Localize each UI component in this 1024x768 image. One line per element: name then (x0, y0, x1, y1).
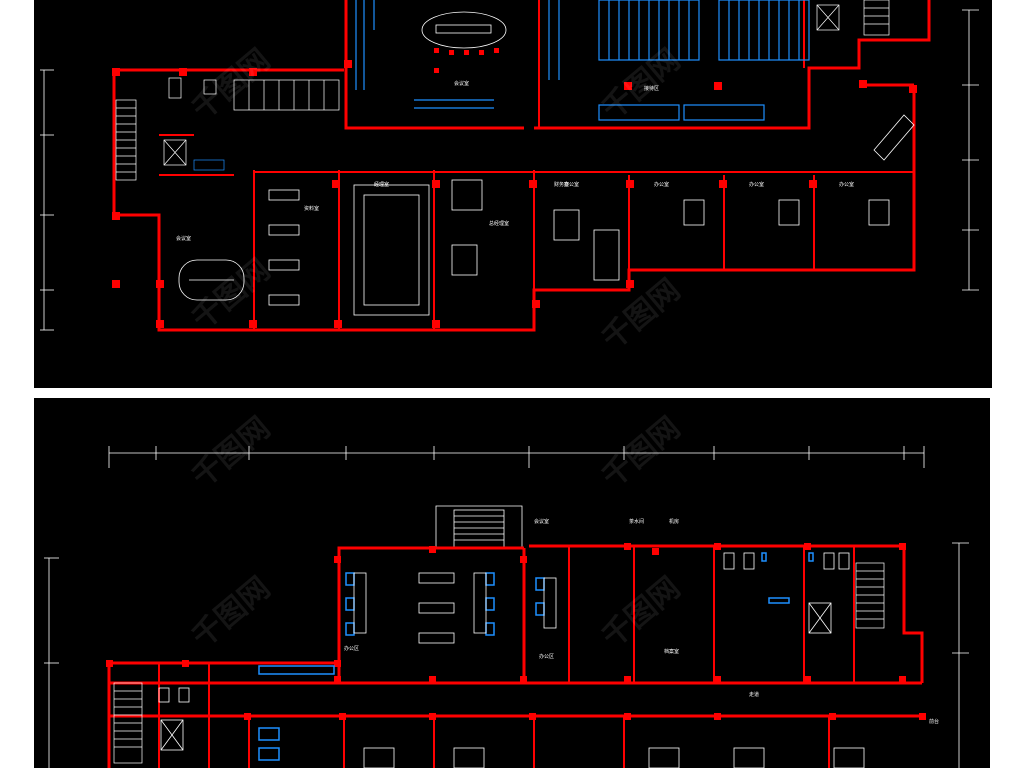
room-label: 办公室 (654, 181, 669, 188)
top-floor-plan-panel: 会议室 经理室 财务室 办公室 办公室 办公室 办公室 接待区 会议室 资料室 … (34, 0, 992, 388)
room-label: 经理室 (374, 181, 389, 188)
top-conference-table (421, 11, 507, 49)
bottom-floor-plan-panel: 办公区 会议室 办公区 茶水间 机房 档案室 走道 前台 千图网 千图网 千图网… (34, 398, 990, 768)
reception-desk (873, 114, 915, 161)
bottom-exterior-walls (107, 544, 924, 768)
bottom-stairwells (113, 562, 885, 764)
left-meeting-table (178, 259, 245, 301)
top-restroom-fixtures (168, 77, 340, 171)
bottom-elevators (160, 602, 832, 751)
top-dimension-lines (108, 446, 925, 468)
bottom-workstation-desks (353, 572, 557, 644)
right-dimension-lines-bottom (952, 542, 969, 768)
top-entrance-stairs (435, 505, 523, 549)
room-label: 总经理室 (489, 220, 509, 227)
bottom-lower-desks (363, 747, 865, 768)
room-label: 前台 (929, 718, 939, 725)
document-room-shelves (268, 189, 300, 306)
left-dimension-lines-bottom (44, 557, 59, 768)
room-label: 茶水间 (629, 518, 644, 525)
top-blue-workstations (355, 0, 810, 121)
large-meeting-table (353, 184, 430, 316)
top-floor-plan-drawing: 会议室 经理室 财务室 办公室 办公室 办公室 办公室 接待区 会议室 资料室 … (40, 0, 979, 332)
bottom-interior-walls (158, 546, 855, 768)
room-label: 会议室 (534, 518, 549, 525)
top-right-elevator (816, 0, 890, 36)
office-desks (451, 179, 890, 281)
room-label: 走道 (749, 691, 759, 698)
top-conference-chairs (434, 48, 499, 73)
bottom-room-labels: 办公区 会议室 办公区 茶水间 机房 档案室 走道 前台 (344, 518, 939, 725)
room-label: 办公室 (839, 181, 854, 188)
bottom-floor-plan-drawing: 办公区 会议室 办公区 茶水间 机房 档案室 走道 前台 (44, 446, 969, 768)
room-label: 办公室 (564, 181, 579, 188)
room-label: 办公区 (539, 653, 554, 660)
room-label: 资料室 (304, 205, 319, 212)
room-label: 办公室 (749, 181, 764, 188)
left-stairwell (115, 99, 187, 181)
top-column-markers (112, 60, 917, 328)
room-label: 接待区 (644, 85, 659, 92)
room-label: 会议室 (454, 80, 469, 87)
room-label: 财务室 (554, 181, 569, 188)
top-room-labels: 会议室 经理室 财务室 办公室 办公室 办公室 办公室 接待区 会议室 资料室 … (176, 80, 854, 242)
room-label: 办公区 (344, 645, 359, 652)
top-interior-walls (159, 0, 914, 330)
bottom-column-markers (106, 543, 926, 720)
right-dimension-lines (962, 9, 979, 291)
left-dimension-lines (40, 69, 54, 331)
bottom-restroom-fixtures (158, 552, 850, 703)
bottom-blue-workstations (258, 552, 814, 761)
room-label: 会议室 (176, 235, 191, 242)
room-label: 档案室 (664, 648, 679, 655)
top-exterior-walls (112, 0, 931, 332)
room-label: 机房 (669, 518, 679, 525)
